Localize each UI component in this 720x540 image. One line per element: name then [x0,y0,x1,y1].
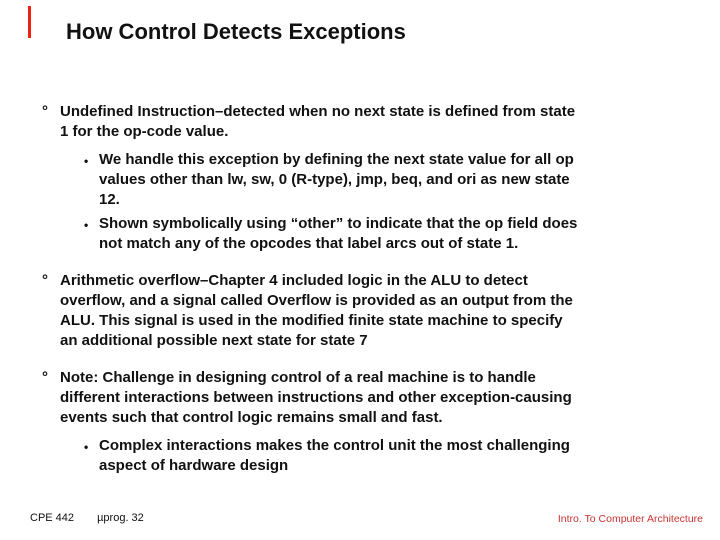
degree-bullet-marker: ° [42,272,48,289]
sub-bullet-text: Complex interactions makes the control u… [99,437,570,474]
sub-bullet-item: • Complex interactions makes the control … [0,436,710,476]
dot-bullet-marker: • [84,218,89,232]
footer-course-title: Intro. To Computer Architecture [557,513,703,525]
footer-left: CPE 442 µprog. 32 [30,512,144,524]
footer-page-label: µprog. 32 [97,512,144,524]
dot-bullet-marker: • [84,154,89,168]
bullet-item: ° Undefined Instruction–detected when no … [0,102,710,142]
sub-bullet-text: We handle this exception by defining the… [99,151,574,208]
bullet-text: Note: Challenge in designing control of … [60,369,572,426]
dot-bullet-marker: • [84,440,89,454]
red-accent-line [28,6,31,38]
bullet-text: Arithmetic overflow–Chapter 4 included l… [60,272,573,349]
sub-bullet-item: • Shown symbolically using “other” to ind… [0,214,710,254]
sub-bullet-item: • We handle this exception by defining th… [0,150,710,210]
bullet-text: Undefined Instruction–detected when no n… [60,103,576,140]
bullet-list: ° Undefined Instruction–detected when no … [0,102,710,476]
footer-course-code: CPE 442 [30,512,75,524]
degree-bullet-marker: ° [42,369,48,386]
slide-title: How Control Detects Exceptions [66,19,406,44]
bullet-item: ° Arithmetic overflow–Chapter 4 included … [0,271,710,351]
bullet-item: ° Note: Challenge in designing control of… [0,368,710,428]
sub-bullet-text: Shown symbolically using “other” to indi… [99,215,578,252]
degree-bullet-marker: ° [42,103,48,120]
